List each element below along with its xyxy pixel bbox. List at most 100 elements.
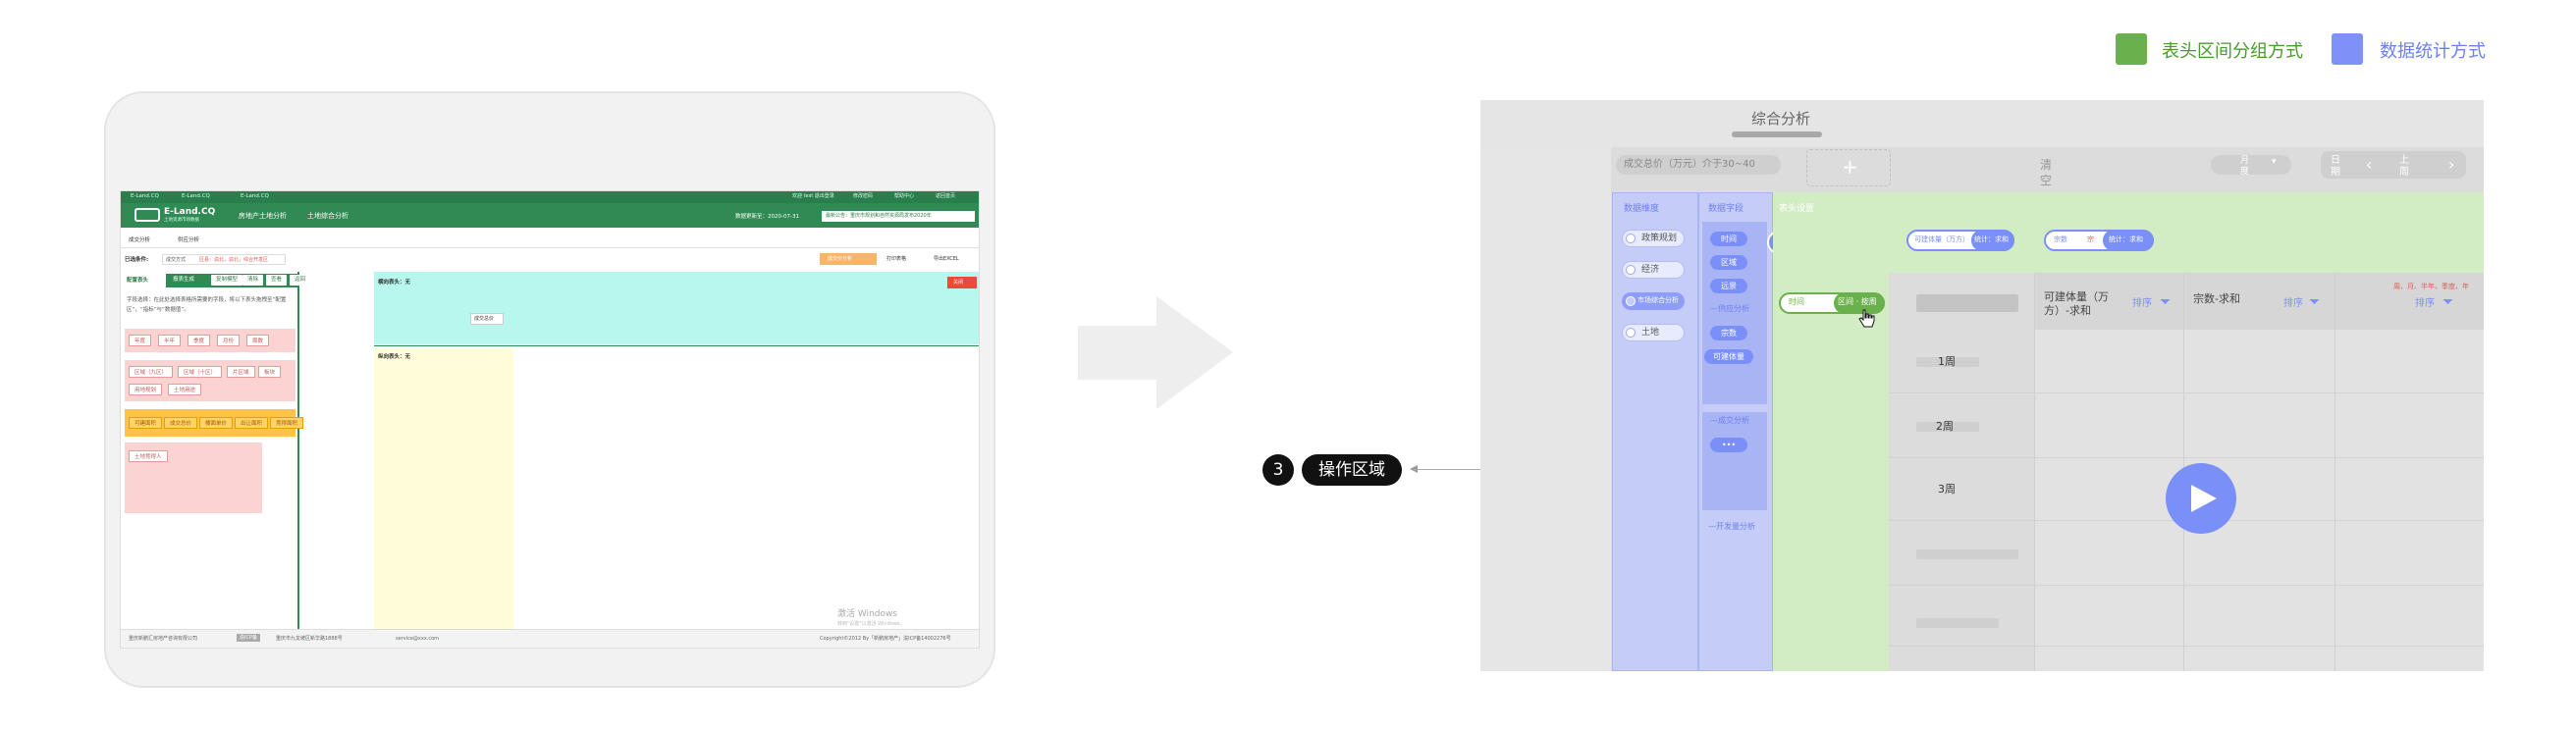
tag-week[interactable]: 周数 — [246, 335, 270, 346]
sort-buildable[interactable]: 排序 — [2132, 298, 2152, 309]
row-drop-zone[interactable] — [374, 348, 513, 629]
chevron-right-icon[interactable]: › — [2448, 155, 2455, 174]
topbar-right-4[interactable]: 返回首页 — [936, 193, 956, 199]
summary-item-count-unit: 宗 — [2087, 235, 2094, 243]
col-drop-zone[interactable] — [374, 272, 979, 344]
field-count[interactable]: 宗数 — [1710, 326, 1747, 340]
sort-period[interactable]: 排序 — [2415, 298, 2435, 309]
dim-item-land[interactable] — [1622, 324, 1685, 341]
tag-total-price[interactable]: 成交总价 — [164, 417, 198, 429]
col-divider-3 — [2334, 273, 2335, 671]
watermark-line1: 激活 Windows — [837, 609, 898, 619]
btn-view[interactable]: 查看 — [266, 275, 288, 286]
radio-land-icon[interactable] — [1626, 328, 1636, 338]
dim-item-policy[interactable] — [1622, 230, 1685, 247]
row-divider — [374, 345, 979, 346]
row-line-1 — [1889, 392, 2484, 393]
filter-item-1[interactable]: 成交方式 — [166, 257, 187, 263]
tag-bidder[interactable]: 土地竞得人 — [129, 450, 168, 462]
radio-market-icon[interactable] — [1626, 296, 1636, 306]
menu-land[interactable]: 土地综合分析 — [307, 212, 349, 220]
dim-item-economy[interactable] — [1622, 261, 1685, 279]
topbar-link-3[interactable]: E-Land.CQ — [241, 193, 269, 199]
chevron-down-icon: ▾ — [2272, 157, 2277, 167]
section-develop[interactable]: —开发量分析 — [1708, 522, 1755, 531]
table-header-buildable: 可建体量（万方）-求和 — [2044, 290, 2109, 317]
tag-landuse[interactable]: 土地用途 — [168, 384, 202, 395]
summary-stat-1-label: 统计：求和 — [1974, 235, 2009, 243]
filter-box — [162, 254, 286, 265]
col-label: 横向表头：无 — [378, 280, 411, 286]
filter-count-icon[interactable]: ⏷ — [2309, 294, 2321, 310]
summary-stat-2[interactable] — [2103, 230, 2154, 251]
tag-block[interactable]: 板块 — [258, 366, 282, 378]
btn-clear[interactable]: 清除 — [242, 275, 264, 286]
interval-chip[interactable] — [1834, 292, 1885, 314]
field-buildable[interactable]: 可建体量 — [1704, 349, 1753, 364]
filter-btn-deal-price[interactable] — [820, 253, 877, 265]
tag-buildable[interactable]: 可建面积 — [129, 417, 163, 429]
period-note: 周、月、半年、季度、年 — [2393, 283, 2469, 290]
tab-underline — [121, 247, 979, 248]
filter-btn-deal-price-label: 成交价分析 — [828, 256, 853, 262]
filter-buildable-icon[interactable]: ⏷ — [2160, 294, 2172, 310]
chip-total-price[interactable] — [470, 313, 504, 325]
period-select[interactable] — [2211, 155, 2291, 175]
filter-chip[interactable] — [1616, 155, 1781, 175]
tag-region-9[interactable]: 区域（九区） — [129, 366, 174, 378]
topbar-right-3[interactable]: 帮助中心 — [894, 193, 915, 199]
tag-plan[interactable]: 用地规划 — [129, 384, 163, 395]
tag-region-10[interactable]: 区域（十区） — [178, 366, 223, 378]
section-supply[interactable]: —供应分析 — [1710, 304, 1749, 313]
field-vision[interactable]: 远景 — [1710, 279, 1747, 293]
tab-deal-analysis[interactable]: 成交分析 — [129, 237, 151, 243]
tag-deal-area[interactable]: 竞得面积 — [270, 417, 304, 429]
topbar-right-1[interactable]: 欢迎 test 退出登录 — [792, 193, 834, 199]
btn-copy-model[interactable]: 复制模型 — [211, 275, 243, 286]
update-date: 数据更新至：2020-07-31 — [735, 214, 799, 220]
tag-year[interactable]: 年度 — [129, 335, 152, 346]
menu-realestate[interactable]: 房地产土地分析 — [239, 212, 287, 220]
topbar-link-2[interactable]: E-Land.CQ — [182, 193, 210, 199]
radio-economy-icon[interactable] — [1626, 265, 1636, 275]
tab-supply-analysis[interactable]: 供应分析 — [178, 237, 200, 243]
dim-item-market[interactable] — [1622, 292, 1685, 310]
legend-label-grouping: 表头区间分组方式 — [2162, 41, 2303, 62]
filter-btn-export[interactable]: 导出EXCEL — [934, 256, 959, 262]
legend-label-stat: 数据统计方式 — [2380, 41, 2486, 62]
notice-text[interactable]: 最新公告：重庆市规划和自然资源局发布2020年 — [826, 213, 932, 219]
summary-stat-1[interactable] — [1971, 230, 2014, 251]
add-filter-box[interactable] — [1806, 149, 1891, 186]
btn-return[interactable]: 返回 — [290, 275, 311, 286]
tag-unit-price[interactable]: 楼面单价 — [199, 417, 234, 429]
legend-swatch-green — [2116, 33, 2147, 65]
period-select-label: 月度 — [2240, 156, 2250, 177]
tag-supply-area[interactable]: 出让面积 — [235, 417, 269, 429]
field-region[interactable]: 区域 — [1710, 255, 1747, 270]
topbar-link-1[interactable]: E-Land.CQ — [131, 193, 159, 199]
tag-quarter[interactable]: 季度 — [188, 335, 211, 346]
tag-month[interactable]: 月份 — [217, 335, 241, 346]
summary-stat-2-label: 统计：求和 — [2109, 235, 2143, 243]
radio-policy-icon[interactable] — [1626, 234, 1636, 243]
transition-arrow-icon — [1078, 296, 1233, 409]
clear-button[interactable]: 清空 — [2040, 158, 2053, 187]
tag-halfyear[interactable]: 半年 — [158, 335, 182, 346]
close-btn[interactable] — [947, 277, 977, 288]
topbar-right-2[interactable]: 修改密码 — [853, 193, 874, 199]
btn-generate[interactable]: 报表生成 — [168, 275, 200, 286]
tag-area[interactable]: 片区域 — [227, 366, 255, 378]
section-deal[interactable]: —成交分析 — [1710, 416, 1749, 425]
row-label-week1: 1周 — [1938, 355, 1956, 368]
sort-count[interactable]: 排序 — [2283, 298, 2303, 309]
field-more[interactable]: ••• — [1710, 438, 1747, 452]
chevron-left-icon[interactable]: ‹ — [2366, 155, 2373, 174]
field-group-box-2 — [1702, 412, 1767, 510]
filter-item-2[interactable]: 区县：渝北，渝北，综合开发区 — [199, 257, 269, 263]
field-time[interactable]: 时间 — [1710, 232, 1747, 246]
date-nav[interactable] — [2321, 151, 2466, 179]
field-header: 数据字段 — [1708, 204, 1744, 214]
row-label-week3: 3周 — [1938, 483, 1956, 495]
filter-btn-print[interactable]: 打印表格 — [886, 256, 907, 262]
filter-period-icon[interactable]: ⏷ — [2442, 294, 2454, 310]
